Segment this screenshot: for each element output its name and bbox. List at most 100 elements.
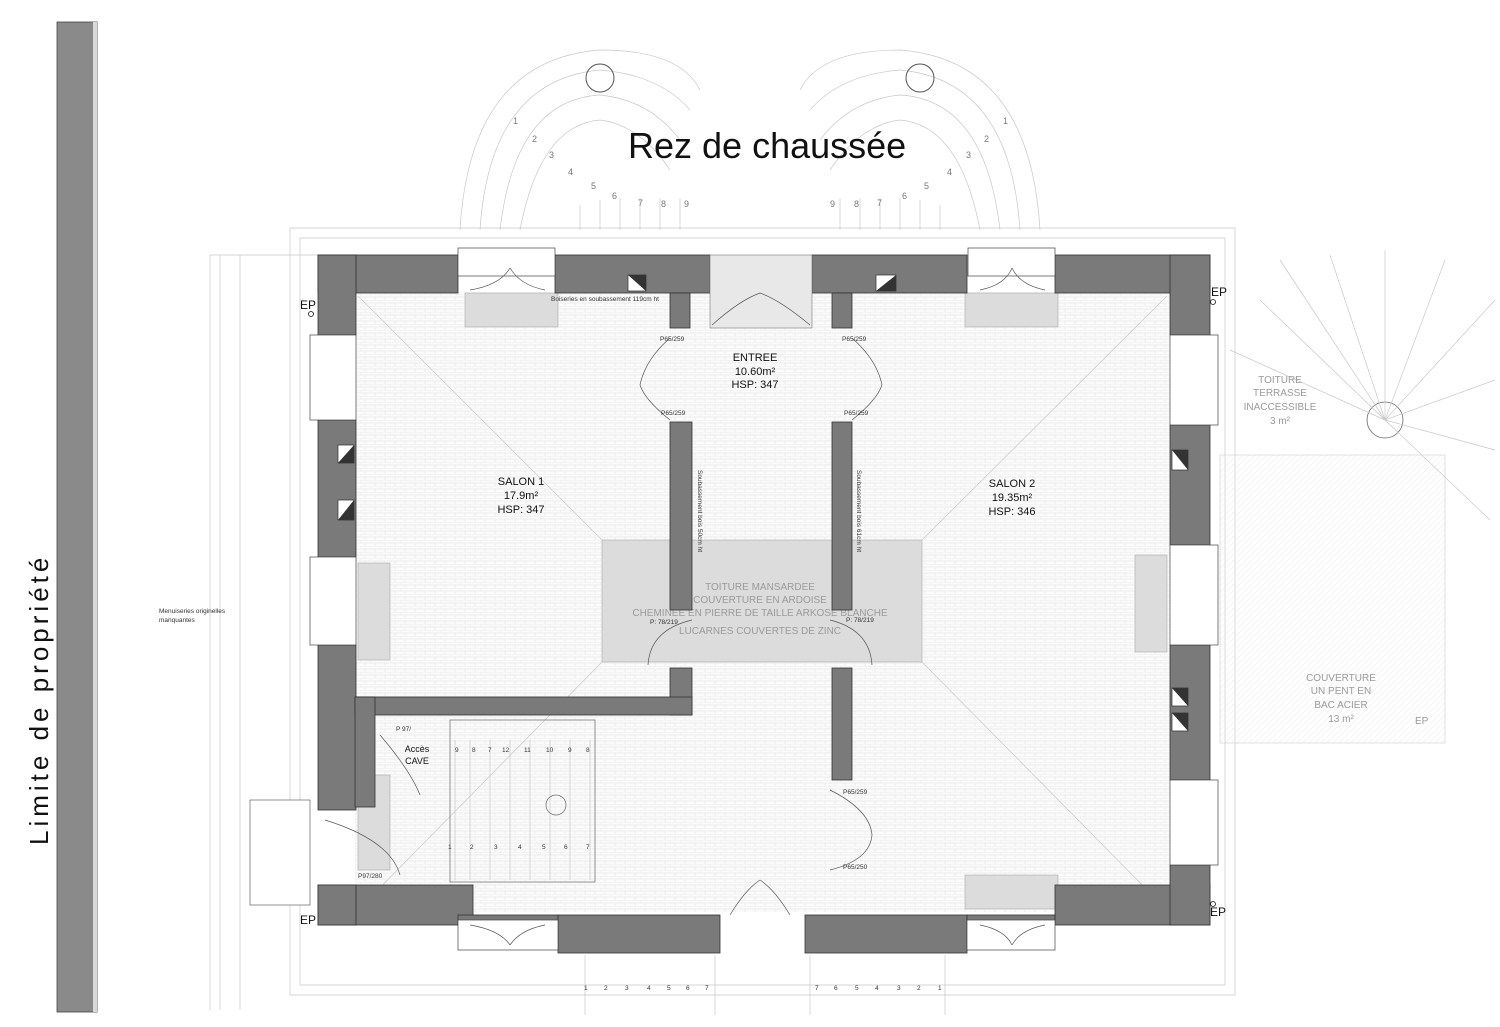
svg-text:CAVE: CAVE — [405, 756, 429, 766]
svg-text:5: 5 — [924, 181, 929, 191]
svg-text:COUVERTURE: COUVERTURE — [1306, 673, 1376, 684]
svg-text:1: 1 — [448, 844, 452, 851]
svg-text:UN PENT EN: UN PENT EN — [1311, 686, 1371, 697]
svg-text:6: 6 — [902, 191, 907, 201]
svg-text:SALON 2: SALON 2 — [989, 478, 1035, 490]
note-cave: Accès CAVE — [405, 744, 430, 766]
svg-text:8: 8 — [854, 199, 859, 209]
svg-text:12: 12 — [502, 747, 510, 754]
svg-text:INACCESSIBLE: INACCESSIBLE — [1244, 402, 1317, 413]
downpipes: EP EP EP EP — [300, 285, 1227, 927]
svg-text:2: 2 — [917, 985, 921, 992]
svg-text:EP: EP — [300, 913, 316, 927]
svg-text:1: 1 — [938, 985, 942, 992]
svg-text:P65/259: P65/259 — [660, 336, 685, 343]
svg-text:P65/259: P65/259 — [661, 410, 686, 417]
svg-text:5: 5 — [855, 985, 859, 992]
svg-text:HSP: 347: HSP: 347 — [731, 379, 778, 391]
svg-text:6: 6 — [686, 985, 690, 992]
svg-text:6: 6 — [612, 191, 617, 201]
svg-text:BAC ACIER: BAC ACIER — [1314, 700, 1367, 711]
svg-text:8: 8 — [586, 747, 590, 754]
svg-text:10.60m²: 10.60m² — [735, 366, 776, 378]
svg-text:5: 5 — [667, 985, 671, 992]
ep-label-roof: EP — [1415, 716, 1429, 727]
svg-text:P65/259: P65/259 — [842, 336, 867, 343]
svg-text:Accès: Accès — [405, 744, 430, 754]
svg-text:P 97/: P 97/ — [396, 726, 411, 733]
svg-text:EP: EP — [1211, 285, 1227, 299]
svg-text:5: 5 — [542, 844, 546, 851]
svg-text:EP: EP — [300, 298, 316, 312]
note-soubassement-left: Soubassement bois 50cm ht — [696, 470, 703, 552]
svg-text:1: 1 — [584, 985, 588, 992]
svg-text:TOITURE MANSARDEE: TOITURE MANSARDEE — [705, 582, 815, 593]
svg-text:3: 3 — [966, 150, 971, 160]
windows — [309, 247, 1219, 951]
svg-text:2: 2 — [470, 844, 474, 851]
room-salon-2: SALON 2 19.35m² HSP: 346 — [988, 478, 1035, 518]
svg-text:8: 8 — [472, 747, 476, 754]
svg-text:COUVERTURE EN ARDOISE: COUVERTURE EN ARDOISE — [693, 595, 827, 606]
svg-text:LUCARNES COUVERTES DE ZINC: LUCARNES COUVERTES DE ZINC — [679, 626, 841, 637]
interior-walls — [354, 292, 853, 808]
svg-text:P65/250: P65/250 — [843, 864, 868, 871]
svg-text:9: 9 — [830, 199, 835, 209]
svg-text:8: 8 — [661, 199, 666, 209]
svg-text:4: 4 — [568, 167, 573, 177]
svg-text:EP: EP — [1210, 905, 1226, 919]
svg-text:4: 4 — [875, 985, 879, 992]
svg-text:1: 1 — [513, 116, 518, 126]
chimney-flues — [337, 274, 1189, 732]
front-step-numbers-left: 1 2 3 4 5 6 7 8 9 — [513, 116, 689, 209]
property-limit-label: Limite de propriété — [24, 554, 54, 845]
svg-text:7: 7 — [705, 985, 709, 992]
entrance-porch — [709, 254, 813, 329]
svg-text:9: 9 — [684, 199, 689, 209]
rear-steps: 1 2 3 4 5 6 7 7 6 5 4 3 2 1 — [584, 955, 946, 1015]
svg-text:2: 2 — [532, 134, 537, 144]
svg-text:9: 9 — [455, 747, 459, 754]
mansard-roof-label: TOITURE MANSARDEE COUVERTURE EN ARDOISE … — [632, 582, 888, 637]
side-entry — [249, 799, 311, 906]
svg-text:ENTREE: ENTREE — [733, 352, 778, 364]
svg-text:3: 3 — [625, 985, 629, 992]
terrace-roof-label: TOITURE TERRASSE INACCESSIBLE 3 m² — [1244, 375, 1317, 427]
svg-text:5: 5 — [591, 181, 596, 191]
svg-text:P: 78/219: P: 78/219 — [846, 617, 874, 624]
svg-text:1: 1 — [1003, 116, 1008, 126]
svg-text:10: 10 — [546, 747, 554, 754]
svg-text:P65/259: P65/259 — [843, 789, 868, 796]
note-soubassement-right: Soubassement bois 61cm ht — [855, 470, 862, 552]
svg-text:CHEMINEE EN PIERRE DE TAILLE A: CHEMINEE EN PIERRE DE TAILLE ARKOSE BLAN… — [632, 608, 888, 619]
svg-text:P65/259: P65/259 — [844, 410, 869, 417]
svg-text:P: 78/219: P: 78/219 — [650, 619, 678, 626]
svg-text:3: 3 — [494, 844, 498, 851]
svg-text:HSP: 347: HSP: 347 — [497, 504, 544, 516]
door-swings — [324, 337, 883, 916]
svg-text:7: 7 — [815, 985, 819, 992]
svg-text:7: 7 — [638, 198, 643, 208]
door-tags: P65/259 P65/259 P65/259 P65/259 P: 78/21… — [358, 336, 874, 880]
svg-text:4: 4 — [947, 167, 952, 177]
svg-text:6: 6 — [834, 985, 838, 992]
svg-text:9: 9 — [568, 747, 572, 754]
note-boiseries: Boiseries en soubassement 119cm ht — [551, 296, 659, 303]
steel-roof-label: COUVERTURE UN PENT EN BAC ACIER 13 m² — [1306, 673, 1376, 725]
svg-text:7: 7 — [488, 747, 492, 754]
svg-text:TOITURE: TOITURE — [1258, 375, 1302, 386]
svg-text:TERRASSE: TERRASSE — [1253, 388, 1307, 399]
room-entree: ENTREE 10.60m² HSP: 347 — [731, 352, 778, 391]
interior-stair: 9 8 7 12 11 10 9 8 1 2 3 4 5 6 7 — [448, 719, 596, 883]
svg-text:4: 4 — [647, 985, 651, 992]
side-roof — [1219, 250, 1496, 744]
front-stairs — [459, 49, 1041, 231]
svg-text:17.9m²: 17.9m² — [504, 490, 539, 502]
svg-text:3 m²: 3 m² — [1270, 416, 1291, 427]
svg-text:3: 3 — [549, 150, 554, 160]
svg-text:3: 3 — [897, 985, 901, 992]
svg-text:6: 6 — [564, 844, 568, 851]
note-menuiseries: Menuiseries originelles manquantes — [159, 608, 226, 624]
svg-text:19.35m²: 19.35m² — [992, 492, 1033, 504]
svg-text:7: 7 — [877, 198, 882, 208]
